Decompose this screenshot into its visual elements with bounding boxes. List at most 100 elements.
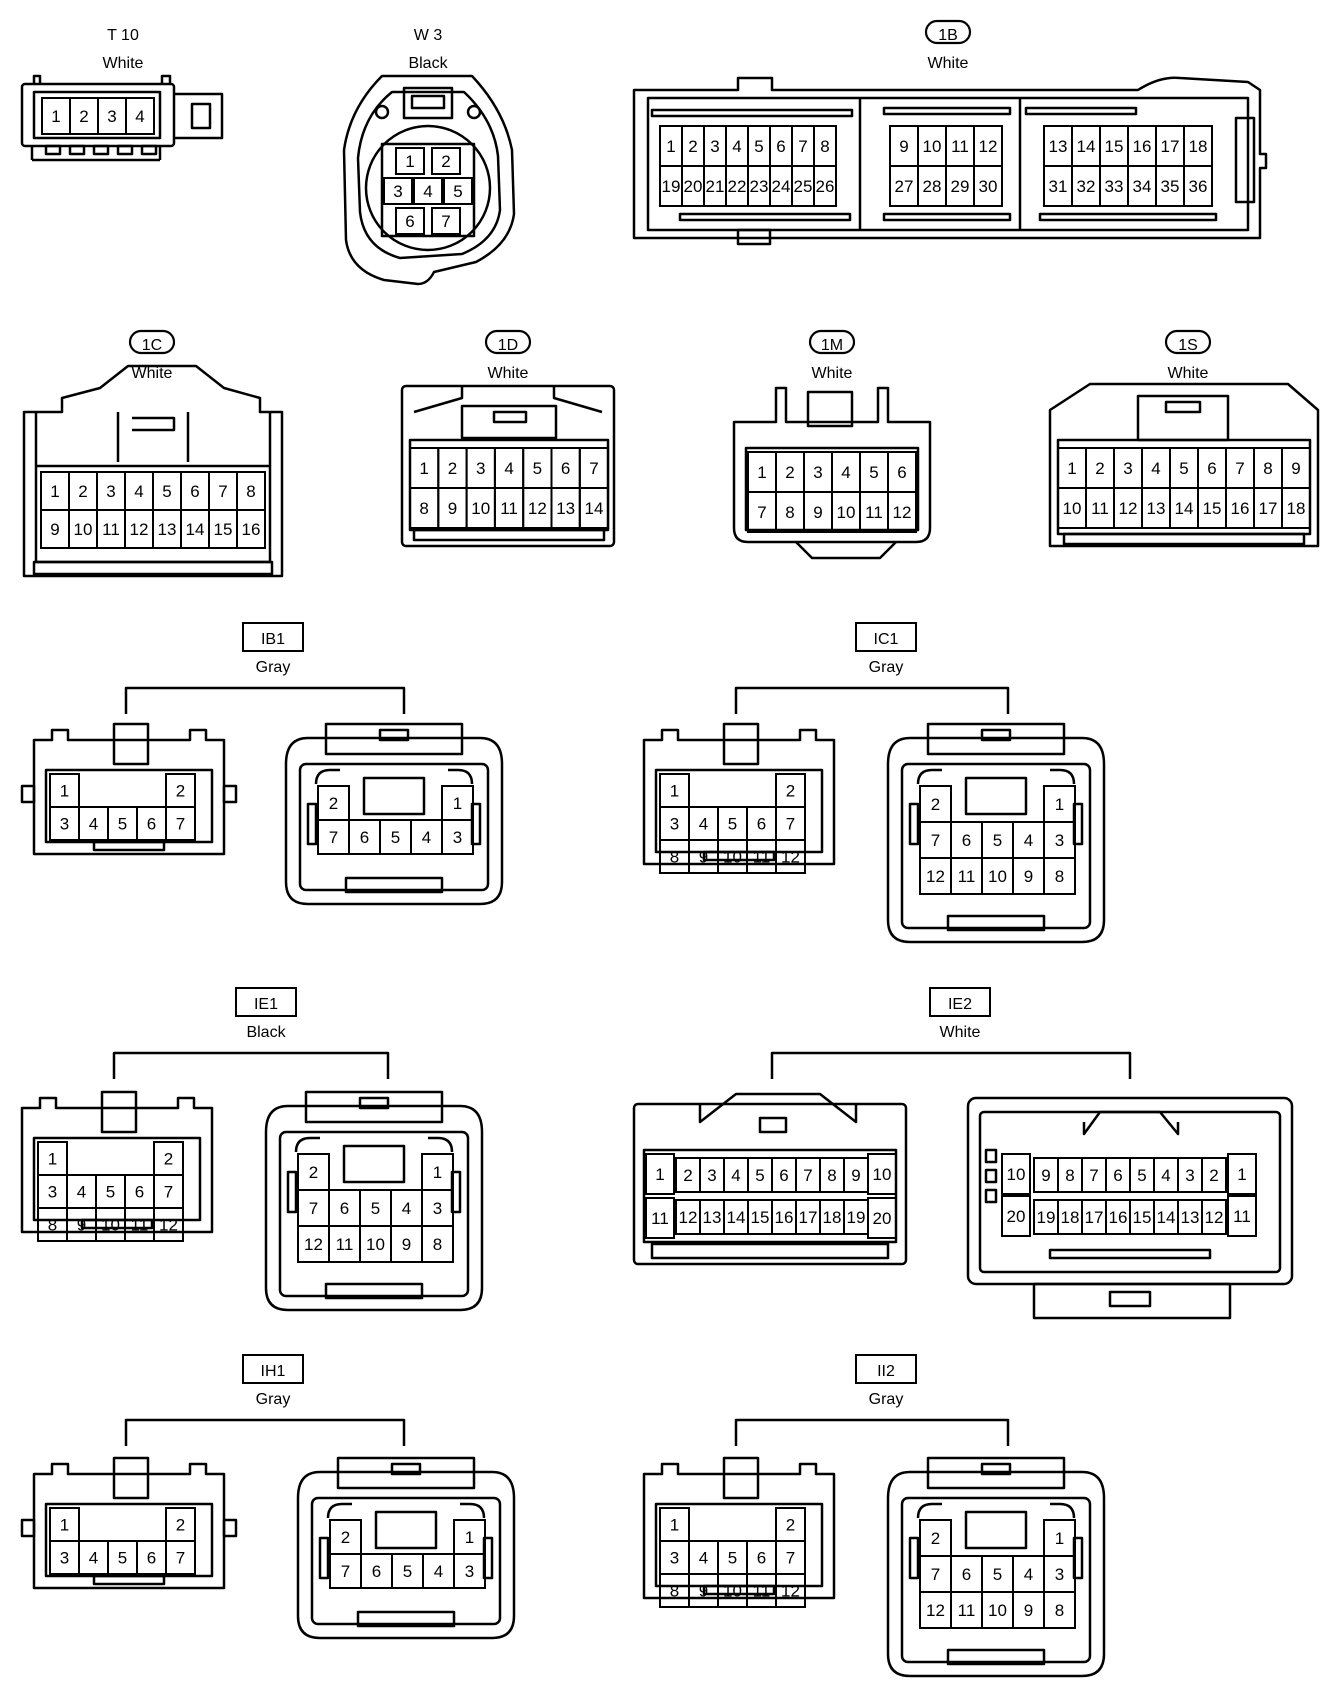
- pin-number: 9: [1041, 1166, 1050, 1185]
- pin-cell: [1201, 1199, 1227, 1235]
- side-slot: [984, 1148, 998, 1164]
- pin-number: 9: [77, 1216, 86, 1235]
- bottom-slot: [80, 1218, 154, 1230]
- pin-number: 7: [341, 1562, 350, 1581]
- connector-color: White: [103, 55, 144, 72]
- latch-slot: [410, 94, 446, 110]
- pin-number: 23: [750, 177, 769, 196]
- pin-cell: [1201, 1157, 1227, 1193]
- pin-cell: [125, 97, 155, 135]
- connector-color: Gray: [869, 1391, 904, 1408]
- pin-number: 28: [923, 177, 942, 196]
- pin-number: 5: [403, 1562, 412, 1581]
- connector-color: Black: [246, 1024, 286, 1041]
- pin-number: 1: [757, 463, 766, 482]
- pin-number: 11: [753, 848, 771, 867]
- connector-color: White: [488, 365, 529, 382]
- pin-number: 6: [776, 137, 785, 156]
- pin-number: 6: [757, 815, 766, 834]
- pin-number: 4: [422, 828, 431, 847]
- pin-cell: [887, 491, 917, 533]
- rail: [882, 212, 1012, 222]
- pin-number: 6: [405, 212, 414, 231]
- male-housing: [32, 1462, 226, 1590]
- latch-hood: [304, 1090, 444, 1124]
- connector-code-pill: [808, 329, 856, 355]
- pin-cell: [431, 147, 461, 175]
- pin-number: 14: [1077, 137, 1096, 156]
- pin-number: 7: [1089, 1166, 1098, 1185]
- pin-number: 2: [785, 463, 794, 482]
- pair-bracket: [112, 1051, 390, 1079]
- pin-number: 8: [1055, 1601, 1064, 1620]
- connector-code-box: [242, 622, 304, 652]
- male-housing: [642, 728, 836, 866]
- pin-number: 1: [51, 107, 60, 126]
- pin-number: 34: [1133, 177, 1152, 196]
- pin-number: 4: [732, 137, 741, 156]
- pin-cell: [775, 1573, 806, 1608]
- pin-cell: [443, 177, 473, 205]
- pin-number: 9: [1291, 459, 1300, 478]
- pin-number: 26: [816, 177, 835, 196]
- pin-number: 12: [781, 848, 800, 867]
- connector-code-pill: [484, 329, 532, 355]
- pin-number: 3: [453, 828, 462, 847]
- key-block: [362, 776, 426, 816]
- pin-number: 4: [504, 459, 513, 478]
- pin-number: 12: [979, 137, 998, 156]
- pin-number: 9: [851, 1166, 860, 1185]
- pin-number: 3: [1123, 459, 1132, 478]
- connector-color: Gray: [256, 1391, 291, 1408]
- pin-number: 19: [847, 1208, 866, 1227]
- pin-cell: [1227, 1195, 1257, 1237]
- pin-number: 10: [101, 1216, 120, 1235]
- pin-number: 7: [164, 1183, 173, 1202]
- pin-number: 9: [1024, 867, 1033, 886]
- female-inner: [900, 1496, 1092, 1664]
- pin-number: 16: [242, 520, 261, 539]
- pin-number: 14: [1157, 1208, 1176, 1227]
- connector-code-box: [929, 987, 991, 1017]
- connector-code: II2: [877, 1363, 895, 1380]
- pin-number: 13: [1181, 1208, 1200, 1227]
- pair-bracket: [734, 686, 1010, 714]
- pin-number: 10: [471, 499, 490, 518]
- pin-number: 5: [869, 463, 878, 482]
- pin-number: 4: [1024, 1565, 1033, 1584]
- key-curve: [916, 768, 1076, 785]
- pin-number: 7: [757, 503, 766, 522]
- side-slot: [908, 1536, 920, 1580]
- pin-number: 5: [728, 1549, 737, 1568]
- pin-number: 11: [865, 503, 883, 522]
- connector-code-box: [855, 622, 917, 652]
- pin-number: 8: [1263, 459, 1272, 478]
- pin-cell: [645, 1197, 675, 1239]
- pin-number: 5: [371, 1199, 380, 1218]
- housing-outline: [732, 386, 932, 544]
- side-tab: [20, 784, 36, 804]
- pin-number: 11: [131, 1216, 149, 1235]
- pin-number: 32: [1077, 177, 1096, 196]
- pin-number: 13: [1049, 137, 1068, 156]
- pin-number: 4: [434, 1562, 443, 1581]
- female-housing: [296, 1470, 516, 1640]
- pin-number: 4: [1161, 1166, 1170, 1185]
- pin-number: 9: [899, 137, 908, 156]
- latch-slot: [390, 1462, 422, 1476]
- female-housing: [886, 1470, 1106, 1678]
- pin-number: 3: [670, 815, 679, 834]
- pin-cell: [867, 1197, 897, 1239]
- pin-number: 1: [419, 459, 428, 478]
- pin-cell: [165, 806, 196, 841]
- connector-color: Black: [408, 55, 448, 72]
- connector-color: White: [132, 365, 173, 382]
- pin-number: 3: [707, 1166, 716, 1185]
